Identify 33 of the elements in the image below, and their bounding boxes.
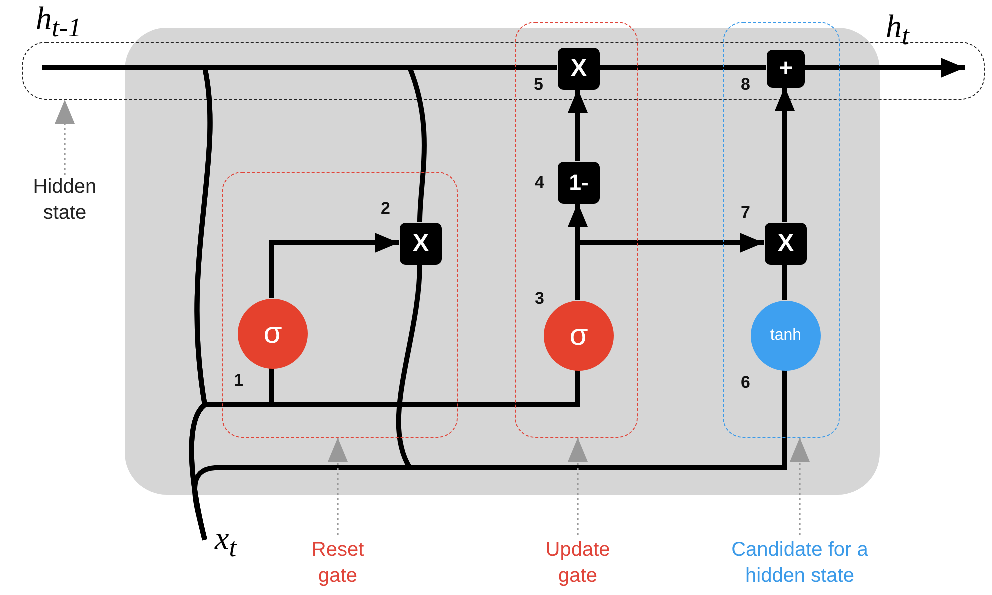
step-number: 7 [741,203,750,223]
leader-line [55,100,75,175]
leader-line [568,438,588,535]
operation-node: 1- [558,162,600,204]
annotation-text: Hidden state [20,175,110,225]
gate-region [723,22,840,438]
step-number: 1 [234,371,244,391]
gate-region [515,22,638,438]
symbol-label: x$_{t}$ [205,520,255,565]
leader-line [790,438,810,535]
leader-line [328,438,348,535]
wire [599,66,766,70]
arrow [804,58,965,78]
symbol-label: h$_{t}$ [880,8,965,70]
step-number: 6 [741,373,750,393]
step-number: 4 [535,173,544,193]
step-number: 5 [534,75,544,95]
wire [782,264,788,300]
operation-node: + [767,50,805,88]
operation-node: X [558,48,600,90]
operation-node: X [400,223,442,265]
annotation-text: Reset gate [290,535,386,591]
arrow [775,87,795,222]
step-number: 2 [381,199,390,219]
annotation-text: Candidate for a hidden state [710,535,890,591]
step-number: 3 [535,289,544,309]
step-number: 8 [741,75,750,95]
operation-node: X [765,223,807,265]
symbol-label: h$_{t-1}$ [30,0,130,68]
arrow [568,89,588,161]
annotation-text: Update gate [525,535,631,591]
gate-region [222,172,458,438]
arrow [270,233,399,298]
